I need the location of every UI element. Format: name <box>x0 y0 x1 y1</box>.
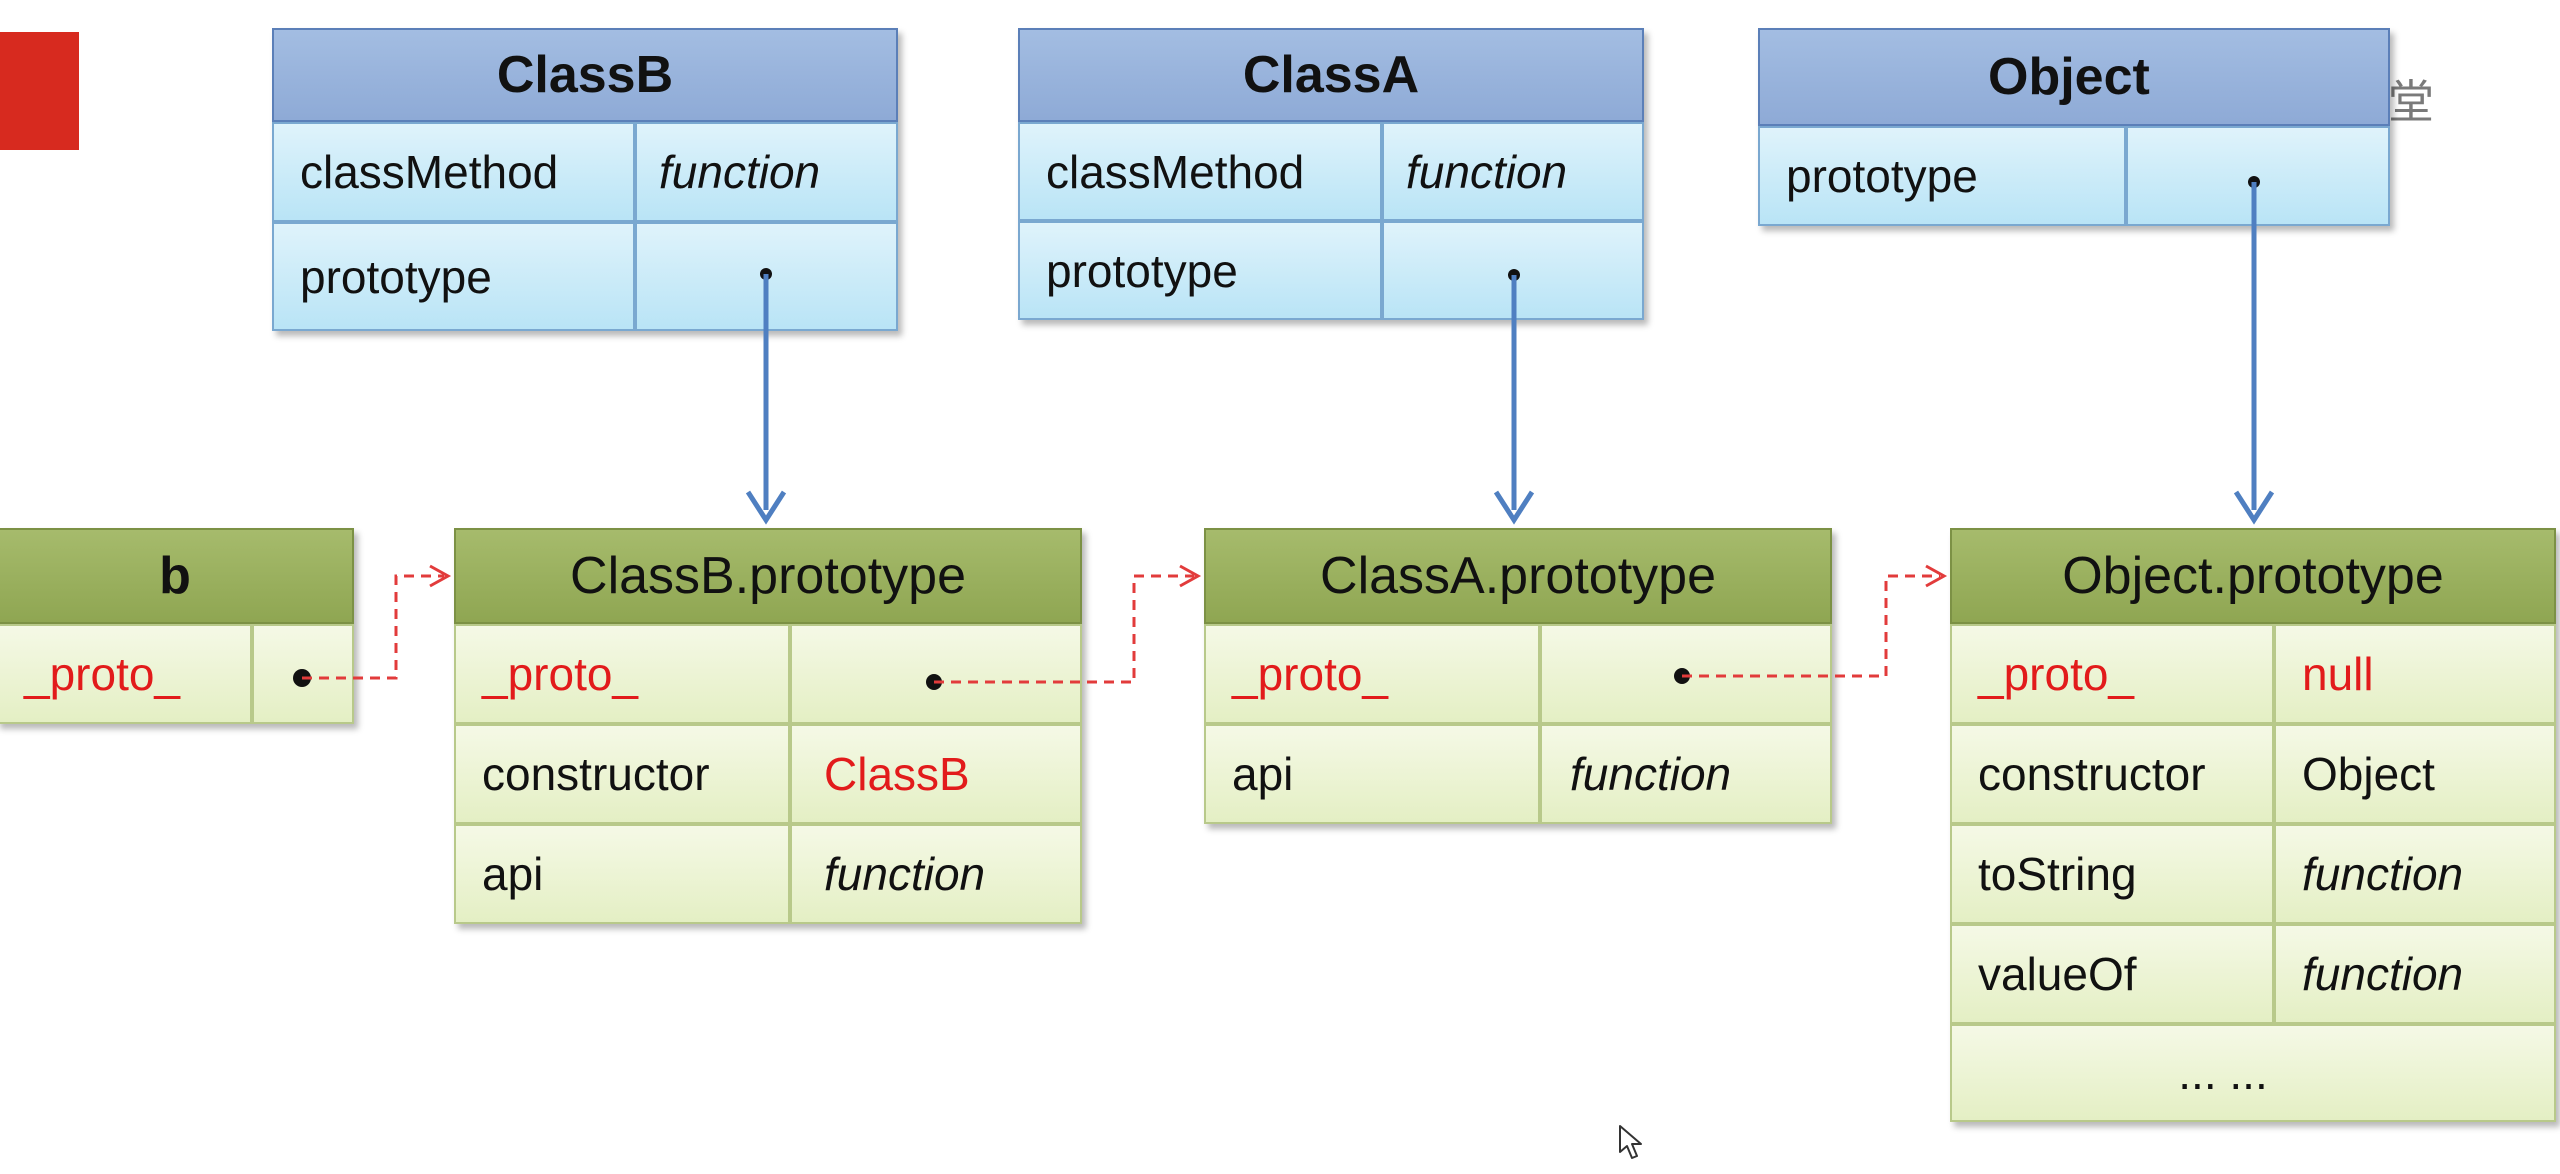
classa-prototype-arrow <box>1493 269 1535 525</box>
object-prototype-tostring-key: toString <box>1950 824 2274 924</box>
classb-prototype-api-key: api <box>454 824 790 924</box>
object-prototype-proto-key: _proto_ <box>1950 624 2274 724</box>
classa-prototype-key: prototype <box>1018 221 1382 320</box>
b-proto-link <box>293 564 452 687</box>
classa-row-value: function <box>1382 122 1644 221</box>
classb-prototype-api-value: function <box>790 824 1082 924</box>
classb-proto-link <box>926 564 1202 690</box>
classa-prototype-api-value: function <box>1540 724 1832 824</box>
object-prototype-value <box>2126 126 2390 226</box>
classb-prototype-constructor-key: constructor <box>454 724 790 824</box>
classb-prototype-arrow <box>745 268 787 525</box>
classb-prototype-proto-key: _proto_ <box>454 624 790 724</box>
classa-prototype-box: ClassA.prototype _proto_ api function <box>1204 528 1832 824</box>
object-prototype-valueof-key: valueOf <box>1950 924 2274 1024</box>
classb-prototype-box: ClassB.prototype _proto_ constructor Cla… <box>454 528 1082 924</box>
object-prototype-constructor-key: constructor <box>1950 724 2274 824</box>
classa-prototype-api-key: api <box>1204 724 1540 824</box>
object-prototype-title: Object.prototype <box>1950 528 2556 624</box>
object-prototype-tostring-value: function <box>2274 824 2556 924</box>
classa-prototype-title: ClassA.prototype <box>1204 528 1832 624</box>
classa-title: ClassA <box>1018 28 1644 122</box>
classa-row-key: classMethod <box>1018 122 1382 221</box>
object-title: Object <box>1758 28 2390 126</box>
object-prototype-box: Object.prototype _proto_ null constructo… <box>1950 528 2556 1122</box>
b-title: b <box>0 528 354 624</box>
object-prototype-proto-value: null <box>2274 624 2556 724</box>
object-prototype-arrow <box>2233 176 2275 525</box>
object-prototype-valueof-value: function <box>2274 924 2556 1024</box>
classb-row-key: classMethod <box>272 122 635 222</box>
classb-prototype-title: ClassB.prototype <box>454 528 1082 624</box>
classb-prototype-proto-value <box>790 624 1082 724</box>
object-prototype-ellipsis: ... ... <box>1950 1024 2556 1122</box>
classa-prototype-proto-key: _proto_ <box>1204 624 1540 724</box>
object-box: Object prototype <box>1758 28 2390 226</box>
classb-title: ClassB <box>272 28 898 122</box>
b-box: b _proto_ <box>0 528 354 724</box>
object-prototype-key: prototype <box>1758 126 2126 226</box>
classb-row-value: function <box>635 122 898 222</box>
classb-prototype-key: prototype <box>272 222 635 331</box>
b-proto-key: _proto_ <box>0 624 252 724</box>
object-prototype-constructor-value: Object <box>2274 724 2556 824</box>
classa-proto-link <box>1674 564 1948 684</box>
classb-prototype-constructor-value: ClassB <box>790 724 1082 824</box>
mouse-cursor-icon <box>1619 1125 1642 1159</box>
red-corner-block <box>0 32 79 150</box>
